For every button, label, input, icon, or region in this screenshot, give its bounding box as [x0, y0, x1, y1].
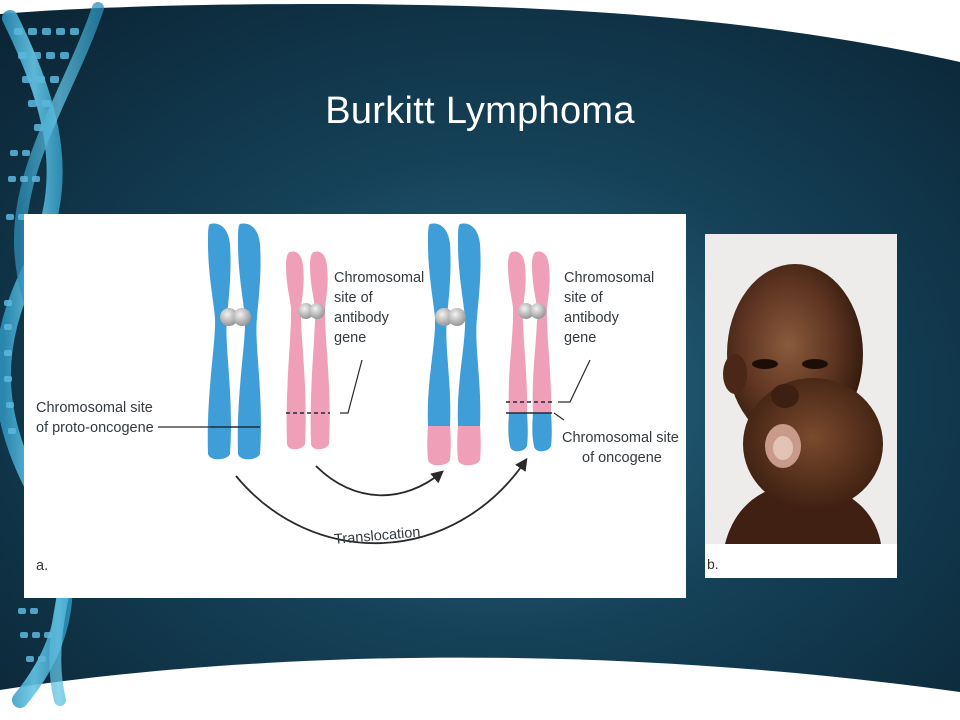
- label-oncogene-line2: of oncogene: [582, 450, 662, 466]
- blue-chromosome-translocated: [427, 223, 481, 466]
- label-antibody-site-left-line1: Chromosomal: [334, 270, 424, 286]
- pink-chromosome-original: [286, 251, 330, 450]
- patient-photo: [705, 234, 897, 578]
- translocation-diagram-panel: Chromosomal site of antibody gene Chromo…: [24, 214, 686, 598]
- panel-a-letter: a.: [36, 558, 48, 574]
- translocation-label: Translocation: [333, 524, 421, 547]
- label-antibody-site-right-line4: gene: [564, 330, 596, 346]
- label-antibody-site-right-line3: antibody: [564, 310, 620, 326]
- label-antibody-site-left-line4: gene: [334, 330, 366, 346]
- patient-photo-panel: b.: [705, 234, 897, 578]
- translocation-arrow-long: [235, 457, 528, 544]
- label-antibody-site-left-line3: antibody: [334, 310, 390, 326]
- translocation-arrow-short: [315, 465, 444, 497]
- label-antibody-site-left-line2: site of: [334, 290, 374, 306]
- pink-chromosome-translocated: [506, 251, 552, 452]
- panel-b-letter: b.: [707, 556, 719, 572]
- label-proto-oncogene-line1: Chromosomal site: [36, 400, 153, 416]
- blue-chromosome-original: [207, 223, 261, 460]
- leader-lines: [158, 359, 591, 428]
- slide-title: Burkitt Lymphoma: [325, 90, 635, 132]
- label-antibody-site-right-line2: site of: [564, 290, 604, 306]
- label-oncogene-line1: Chromosomal site: [562, 430, 679, 446]
- label-antibody-site-right-line1: Chromosomal: [564, 270, 654, 286]
- label-proto-oncogene-line2: of proto-oncogene: [36, 420, 154, 436]
